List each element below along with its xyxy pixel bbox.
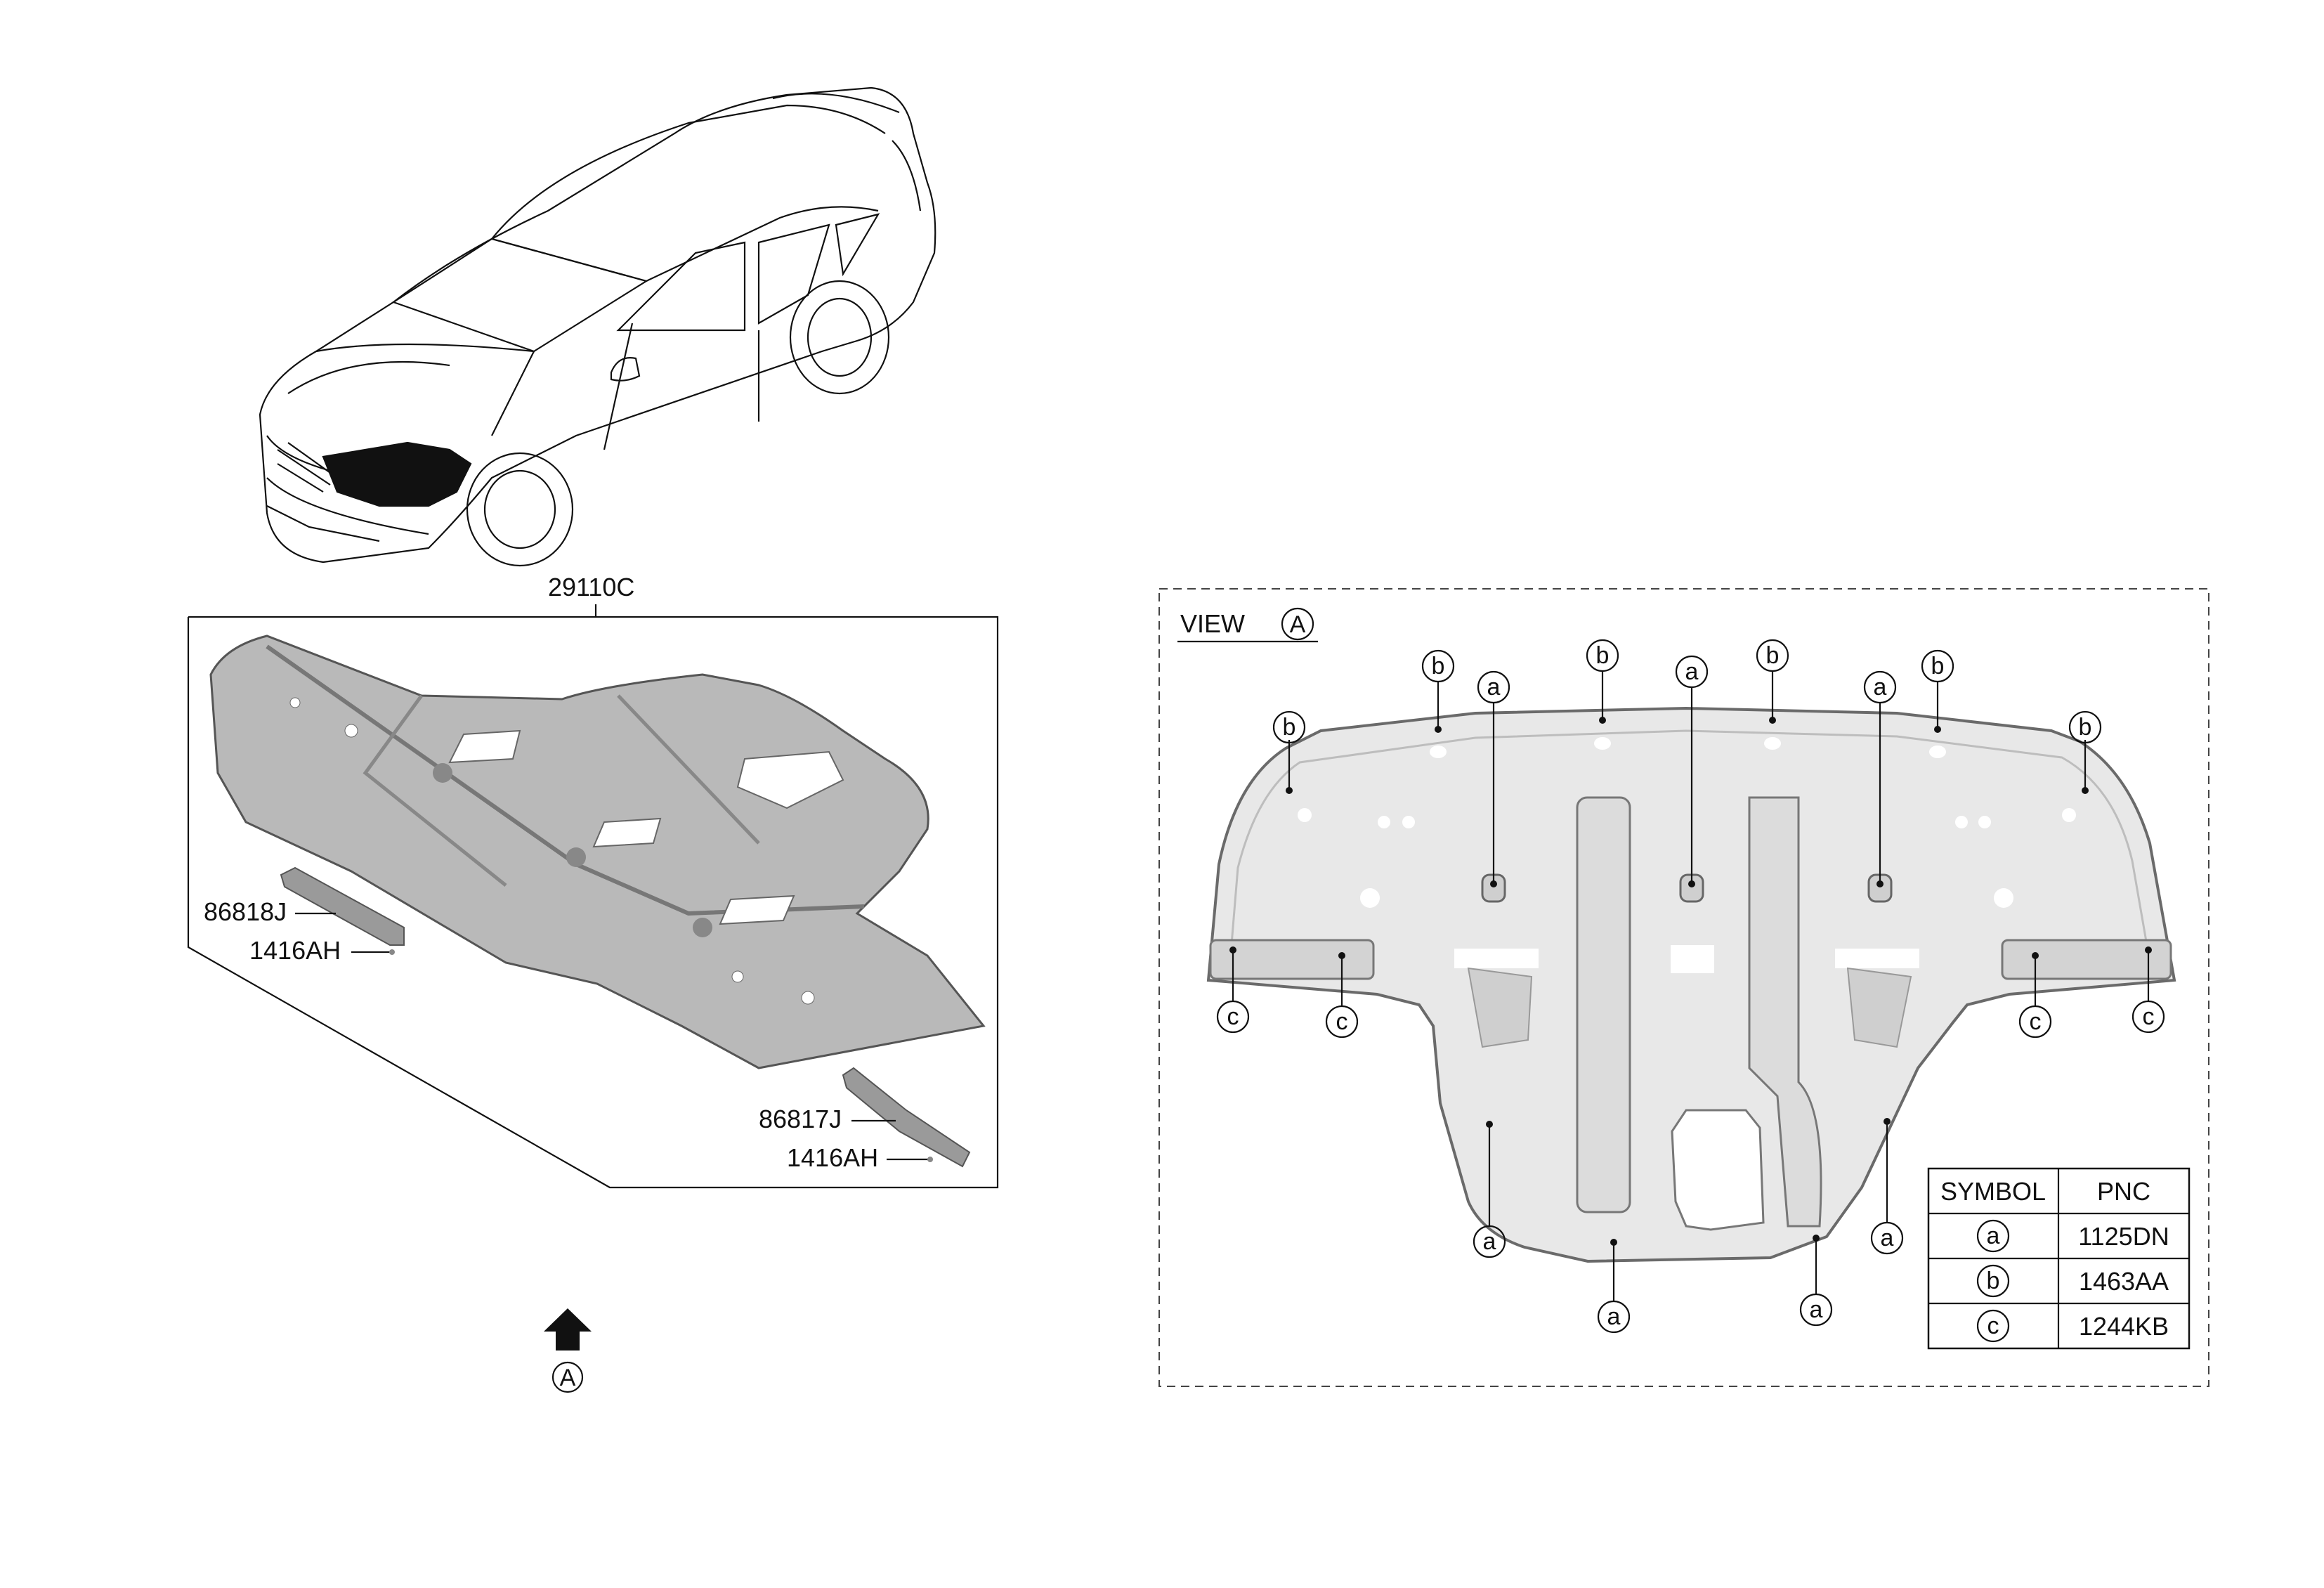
svg-text:c: c [1336, 1008, 1348, 1035]
svg-text:a: a [1881, 1225, 1894, 1251]
undercover-bottom-view [1206, 706, 2176, 1263]
view-direction-arrow: A [544, 1308, 592, 1393]
table-symbol: a [1987, 1223, 2000, 1249]
svg-text:b: b [1931, 653, 1945, 679]
callout-b-2: b [1421, 649, 1455, 733]
strip-86817J [842, 1067, 971, 1168]
view-letter: A [1290, 611, 1306, 638]
callout-a-6: a [1799, 1235, 1833, 1327]
callout-c-2: c [1325, 952, 1359, 1039]
table-pnc: 1125DN [2078, 1222, 2169, 1251]
callout-b-6: b [2068, 710, 2102, 794]
part-label-1416AH-right: 1416AH [787, 1143, 878, 1172]
svg-text:b: b [2079, 714, 2092, 741]
svg-text:a: a [1483, 1228, 1496, 1255]
view-title: VIEW [1180, 609, 1245, 638]
svg-text:b: b [1596, 642, 1610, 669]
svg-text:a: a [1810, 1296, 1823, 1323]
callout-a-4: a [1473, 1121, 1506, 1258]
car-illustration [259, 86, 936, 567]
part-label-1416AH-left: 1416AH [249, 936, 341, 965]
callout-b-4: b [1756, 639, 1789, 724]
table-pnc: 1463AA [2079, 1267, 2169, 1296]
part-box [187, 604, 999, 1189]
svg-text:c: c [1227, 1003, 1239, 1030]
table-symbol: c [1987, 1313, 1999, 1339]
svg-text:b: b [1432, 653, 1445, 679]
callout-c-1: c [1216, 946, 1250, 1034]
strip-86818J [280, 866, 405, 946]
callout-b-3: b [1586, 639, 1619, 724]
table-symbol: b [1987, 1268, 2000, 1294]
table-row: b 1463AA [1976, 1264, 2169, 1298]
table-row: a 1125DN [1976, 1219, 2169, 1253]
callout-b-5: b [1921, 649, 1954, 733]
view-panel: VIEW A [1158, 588, 2209, 1387]
callout-b-1: b [1272, 710, 1306, 794]
callout-a-7: a [1870, 1118, 1904, 1255]
callout-c-3: c [2018, 952, 2052, 1039]
label-group-left: 29110C 86818J 1416AH 86817J 1416AH [204, 573, 933, 1172]
table-header-symbol: SYMBOL [1940, 1177, 2046, 1206]
symbol-table: SYMBOL PNC a 1125DN b 1463AA c 1244KB [1927, 1167, 2191, 1350]
svg-text:c: c [2143, 1003, 2155, 1030]
svg-text:c: c [2030, 1008, 2042, 1035]
svg-text:b: b [1766, 642, 1780, 669]
direction-letter: A [560, 1365, 576, 1391]
part-label-86817J: 86817J [759, 1105, 842, 1133]
undercover-iso [209, 634, 986, 1069]
callout-c-4: c [2132, 946, 2165, 1034]
callout-a-5: a [1597, 1239, 1631, 1334]
table-pnc: 1244KB [2079, 1312, 2169, 1341]
direction-letter-circle [551, 1361, 584, 1393]
svg-text:a: a [1874, 674, 1887, 701]
table-row: c 1244KB [1976, 1309, 2169, 1343]
table-header-pnc: PNC [2097, 1177, 2150, 1206]
callout-a-3: a [1863, 670, 1897, 887]
callout-a-2: a [1675, 655, 1709, 887]
part-label-29110C: 29110C [548, 573, 634, 601]
svg-text:a: a [1685, 658, 1699, 685]
callout-a-1: a [1477, 670, 1510, 887]
svg-text:b: b [1283, 714, 1296, 741]
callouts: b b b b b b a [1216, 639, 2165, 1334]
svg-text:a: a [1607, 1303, 1621, 1330]
svg-text:a: a [1487, 674, 1501, 701]
part-label-86818J: 86818J [204, 897, 287, 926]
